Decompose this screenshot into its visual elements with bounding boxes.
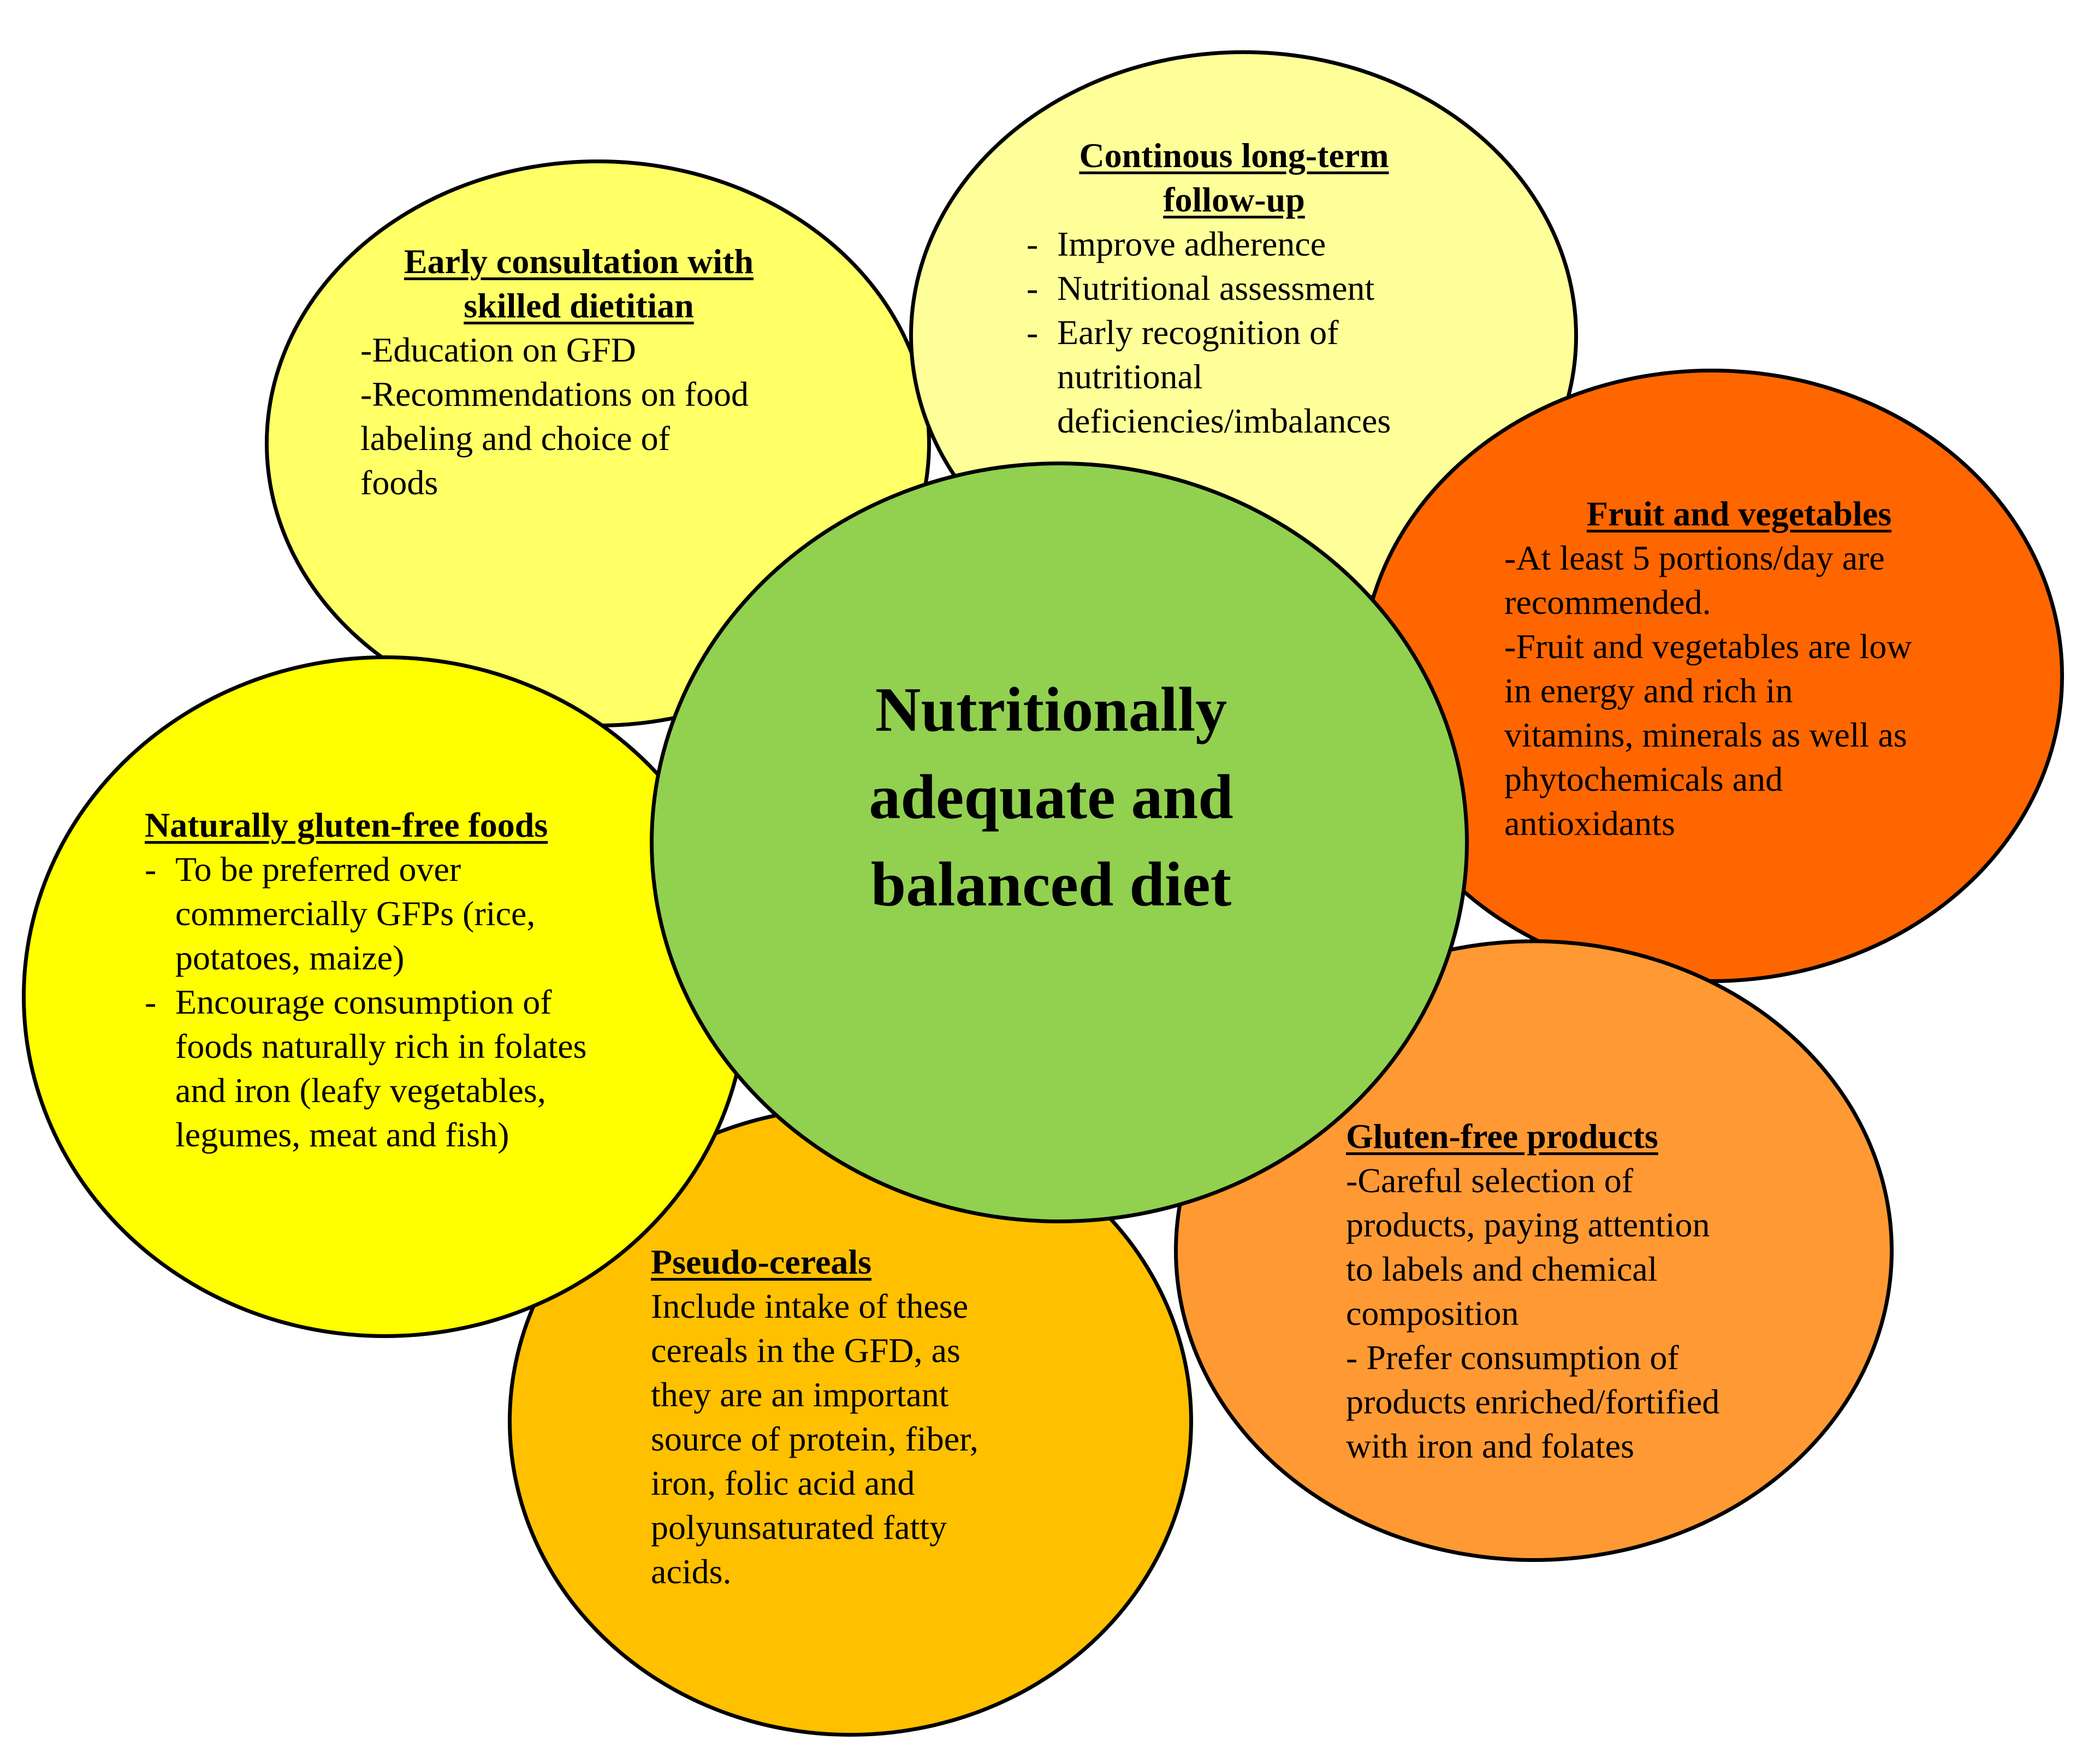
center-title: Nutritionally adequate and balanced diet: [726, 666, 1376, 928]
list-item: Encourage consumption of foods naturally…: [145, 980, 614, 1157]
early-consultation-line: labeling and choice of: [360, 419, 670, 458]
fruit-vegetables-line: -Fruit and vegetables are low: [1504, 627, 1912, 666]
list-item: Early recognition of nutritional deficie…: [1027, 310, 1442, 443]
pseudo-cereals-line: acids.: [651, 1552, 732, 1591]
gf-products-line: composition: [1346, 1294, 1519, 1333]
pseudo-cereals-line: source of protein, fiber,: [651, 1419, 978, 1458]
gf-products-line: to labels and chemical: [1346, 1250, 1658, 1288]
fruit-vegetables-line: in energy and rich in: [1504, 671, 1793, 710]
early-consultation-line: foods: [360, 463, 438, 502]
gf-products-line: products enriched/fortified: [1346, 1382, 1720, 1421]
early-consultation-line: -Recommendations on food: [360, 375, 749, 413]
early-consultation-line: -Education on GFD: [360, 330, 636, 369]
list-item: Nutritional assessment: [1027, 266, 1442, 310]
gf-products-title: Gluten-free products: [1346, 1117, 1658, 1156]
list-item: Improve adherence: [1027, 222, 1442, 266]
pseudo-cereals-line: Include intake of these: [651, 1287, 969, 1325]
center-title-line: adequate and: [869, 762, 1233, 832]
circle-center: [650, 461, 1469, 1223]
fruit-vegetables-line: recommended.: [1504, 583, 1711, 621]
naturally-gf-text: Naturally gluten-free foods To be prefer…: [145, 803, 614, 1157]
gf-products-line: with iron and folates: [1346, 1426, 1634, 1465]
fruit-vegetables-title: Fruit and vegetables: [1586, 494, 1892, 533]
fruit-vegetables-text: Fruit and vegetables -At least 5 portion…: [1504, 492, 1974, 845]
list-item: To be preferred over commercially GFPs (…: [145, 847, 614, 980]
fruit-vegetables-line: antioxidants: [1504, 804, 1675, 843]
gf-products-text: Gluten-free products -Careful selection …: [1346, 1114, 1816, 1468]
pseudo-cereals-line: they are an important: [651, 1375, 949, 1414]
pseudo-cereals-title: Pseudo-cereals: [651, 1242, 872, 1281]
center-title-line: Nutritionally: [875, 675, 1227, 745]
gf-products-line: products, paying attention: [1346, 1205, 1710, 1244]
early-consultation-text: Early consultation with skilled dietitia…: [360, 239, 797, 505]
naturally-gf-list: To be preferred over commercially GFPs (…: [145, 847, 614, 1157]
follow-up-title: Continous long-term follow-up: [1079, 136, 1389, 219]
fruit-vegetables-line: phytochemicals and: [1504, 760, 1783, 798]
pseudo-cereals-line: iron, folic acid and: [651, 1464, 915, 1502]
gf-products-line: -Careful selection of: [1346, 1161, 1633, 1200]
pseudo-cereals-text: Pseudo-cereals Include intake of these c…: [651, 1240, 1066, 1594]
center-title-line: balanced diet: [870, 850, 1232, 920]
pseudo-cereals-line: polyunsaturated fatty: [651, 1508, 947, 1547]
follow-up-list: Improve adherence Nutritional assessment…: [1027, 222, 1442, 443]
gf-products-line: - Prefer consumption of: [1346, 1338, 1679, 1377]
naturally-gf-title: Naturally gluten-free foods: [145, 806, 548, 844]
fruit-vegetables-line: -At least 5 portions/day are: [1504, 538, 1885, 577]
early-consultation-title: Early consultation with skilled dietitia…: [404, 242, 754, 325]
follow-up-text: Continous long-term follow-up Improve ad…: [1027, 133, 1442, 443]
pseudo-cereals-line: cereals in the GFD, as: [651, 1331, 960, 1370]
fruit-vegetables-line: vitamins, minerals as well as: [1504, 715, 1907, 754]
